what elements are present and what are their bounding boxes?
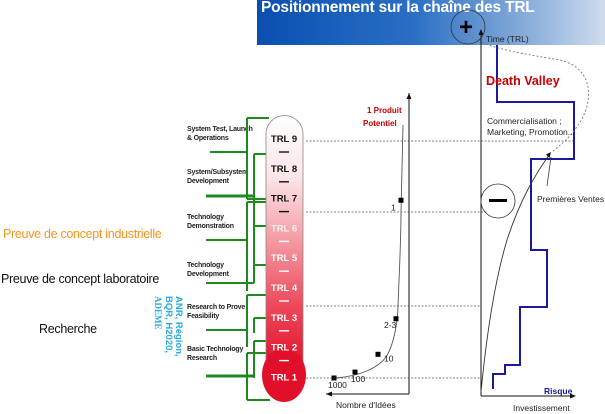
trl-level-label: TRL 1: [271, 372, 298, 383]
investment-curve: [480, 154, 550, 393]
category-technology-development: Technology Development: [187, 262, 229, 279]
category-line: Technology: [187, 214, 224, 221]
ideas-title-line2: Potentiel: [363, 119, 397, 128]
plus-icon: +: [459, 14, 473, 41]
trl-level-label: TRL 9: [271, 134, 297, 145]
ideas-point: [331, 375, 337, 381]
trl-level-label: TRL 6: [271, 223, 297, 234]
ideas-point: [352, 369, 358, 375]
trl-brackets: [206, 117, 270, 401]
commercial-line1: Commercialisation ;: [487, 116, 562, 126]
plus-circle: [450, 9, 486, 45]
category-line: & Operations: [187, 134, 229, 142]
category-line: System Test, Launch: [187, 126, 253, 133]
ideas-point-label: 1000: [328, 380, 347, 390]
ideas-x-arrow: [326, 391, 332, 397]
category-line: Development: [187, 270, 229, 278]
ideas-title-line1: 1 Produit: [367, 106, 402, 115]
trl-level-label: TRL 8: [271, 164, 297, 175]
ideas-point: [375, 351, 381, 357]
page-title: Positionnement sur la chaîne des TRL: [261, 0, 535, 16]
label-industrial-proof: Preuve de concept industrielle: [3, 227, 162, 241]
commercial-line2: Marketing, Promotion...: [487, 127, 575, 137]
label-lab-proof: Preuve de concept laboratoire: [1, 272, 160, 286]
risk-step-line: [492, 45, 575, 389]
ideas-point-label: 10: [384, 353, 394, 363]
trl-level-label: TRL 4: [271, 283, 298, 294]
thermometer-bulb: [262, 348, 306, 402]
category-system-development: System/Subsystem Development: [187, 169, 248, 186]
category-line: Feasibility: [187, 312, 220, 320]
category-line: Technology: [187, 262, 224, 269]
ideas-point-label: 100: [351, 374, 365, 384]
category-line: Research: [187, 354, 217, 362]
bracket-demo: [246, 201, 269, 291]
death-valley-label: Death Valley: [486, 74, 560, 88]
guide-lines: [306, 140, 575, 379]
ideas-point: [393, 316, 399, 322]
trl-level-label: TRL 5: [271, 253, 298, 264]
time-axis-label: Time (TRL): [486, 34, 529, 44]
category-line: Basic Technology: [187, 346, 244, 353]
investment-curve-arrow: [546, 152, 551, 158]
investment-axis-arrow: [570, 393, 576, 399]
category-technology-demonstration: Technology Demonstration: [187, 214, 234, 231]
bracket-feasibility: [246, 294, 269, 347]
minus-icon: [489, 199, 507, 202]
trl-level-label: TRL 3: [271, 313, 297, 324]
risk-label: Risque: [544, 386, 573, 396]
ideas-point-label: 1: [391, 202, 396, 212]
return-loop: [454, 19, 590, 153]
first-sales-label: Premières Ventes: [537, 194, 604, 204]
header-banner: Positionnement sur la chaîne des TRL: [257, 0, 605, 45]
trl-level-label: TRL 2: [271, 343, 297, 354]
bracket-stem-4: [206, 265, 255, 284]
minus-circle: [480, 183, 516, 219]
category-line: System/Subsystem: [187, 169, 248, 176]
first-sales-pointer: [546, 156, 552, 187]
category-line: Research to Prove: [187, 304, 246, 311]
ideas-points: 1000 100 10 2-3 1: [328, 197, 404, 390]
category-line: Demonstration: [187, 222, 234, 230]
time-axis-arrow: [478, 29, 484, 35]
ideas-y-arrow: [406, 93, 412, 99]
ideas-point-label: 2-3: [384, 320, 397, 330]
category-system-test: System Test, Launch & Operations: [187, 126, 253, 143]
category-basic-research: Basic Technology Research: [187, 346, 243, 363]
investment-axis-label: Investissement: [513, 403, 570, 413]
category-line: Development: [187, 177, 229, 185]
ideas-point: [398, 197, 404, 203]
trl-level-label: TRL 7: [271, 194, 297, 205]
category-research-feasibility: Research to Prove Feasibility: [187, 304, 245, 321]
label-research: Recherche: [39, 322, 97, 336]
ideas-x-label: Nombre d'Idées: [336, 400, 396, 410]
trl-levels: TRL 9 TRL 8 TRL 7 TRL 6 TRL 5 TRL 4 TRL 3 TRL 2…: [271, 134, 298, 383]
ideas-curve: [335, 124, 404, 379]
